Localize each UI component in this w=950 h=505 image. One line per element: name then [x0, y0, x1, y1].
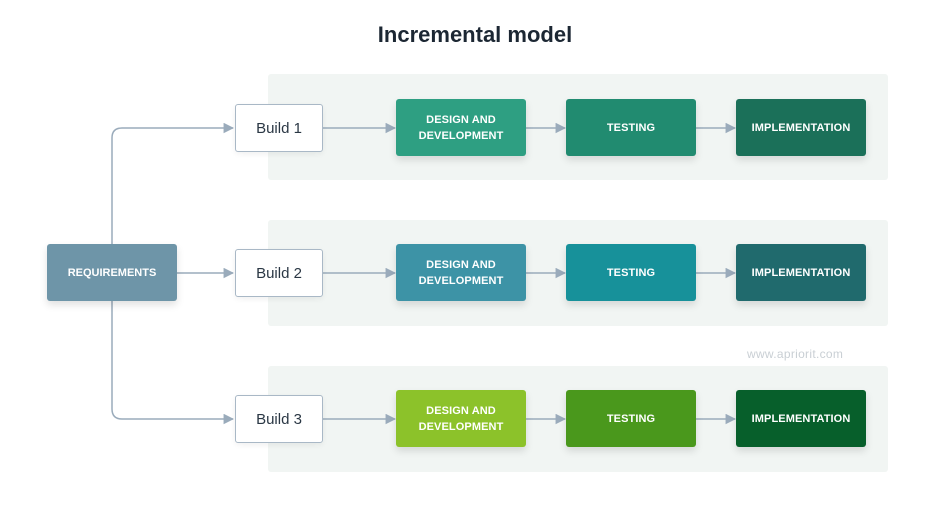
build-1-design-label: DESIGN AND DEVELOPMENT	[418, 113, 504, 142]
requirements-label: REQUIREMENTS	[67, 266, 157, 279]
build-2-design-node: DESIGN AND DEVELOPMENT	[396, 244, 526, 301]
build-2-label: Build 2	[256, 264, 302, 282]
build-1-design-node: DESIGN AND DEVELOPMENT	[396, 99, 526, 156]
build-2-testing-node: TESTING	[566, 244, 696, 301]
watermark: www.apriorit.com	[747, 347, 844, 361]
build-1-implementation-label: IMPLEMENTATION	[751, 121, 851, 134]
requirements-node: REQUIREMENTS	[47, 244, 177, 301]
build-3-label: Build 3	[256, 410, 302, 428]
build-2-node: Build 2	[235, 249, 323, 297]
build-3-design-label: DESIGN AND DEVELOPMENT	[418, 404, 504, 433]
build-3-testing-label: TESTING	[606, 412, 656, 425]
build-1-implementation-node: IMPLEMENTATION	[736, 99, 866, 156]
build-3-node: Build 3	[235, 395, 323, 443]
build-3-design-node: DESIGN AND DEVELOPMENT	[396, 390, 526, 447]
build-1-node: Build 1	[235, 104, 323, 152]
req-to-build-1-connector	[111, 122, 235, 244]
build-2-implementation-label: IMPLEMENTATION	[751, 266, 851, 279]
build-3-implementation-node: IMPLEMENTATION	[736, 390, 866, 447]
req-to-build-3-connector	[111, 301, 235, 425]
build-3-implementation-label: IMPLEMENTATION	[751, 412, 851, 425]
build-1-label: Build 1	[256, 119, 302, 137]
build-1-testing-node: TESTING	[566, 99, 696, 156]
diagram-title: Incremental model	[377, 22, 573, 47]
build-1-testing-label: TESTING	[606, 121, 656, 134]
build-2-implementation-node: IMPLEMENTATION	[736, 244, 866, 301]
build-3-testing-node: TESTING	[566, 390, 696, 447]
build-2-design-label: DESIGN AND DEVELOPMENT	[418, 258, 504, 287]
build-2-testing-label: TESTING	[606, 266, 656, 279]
